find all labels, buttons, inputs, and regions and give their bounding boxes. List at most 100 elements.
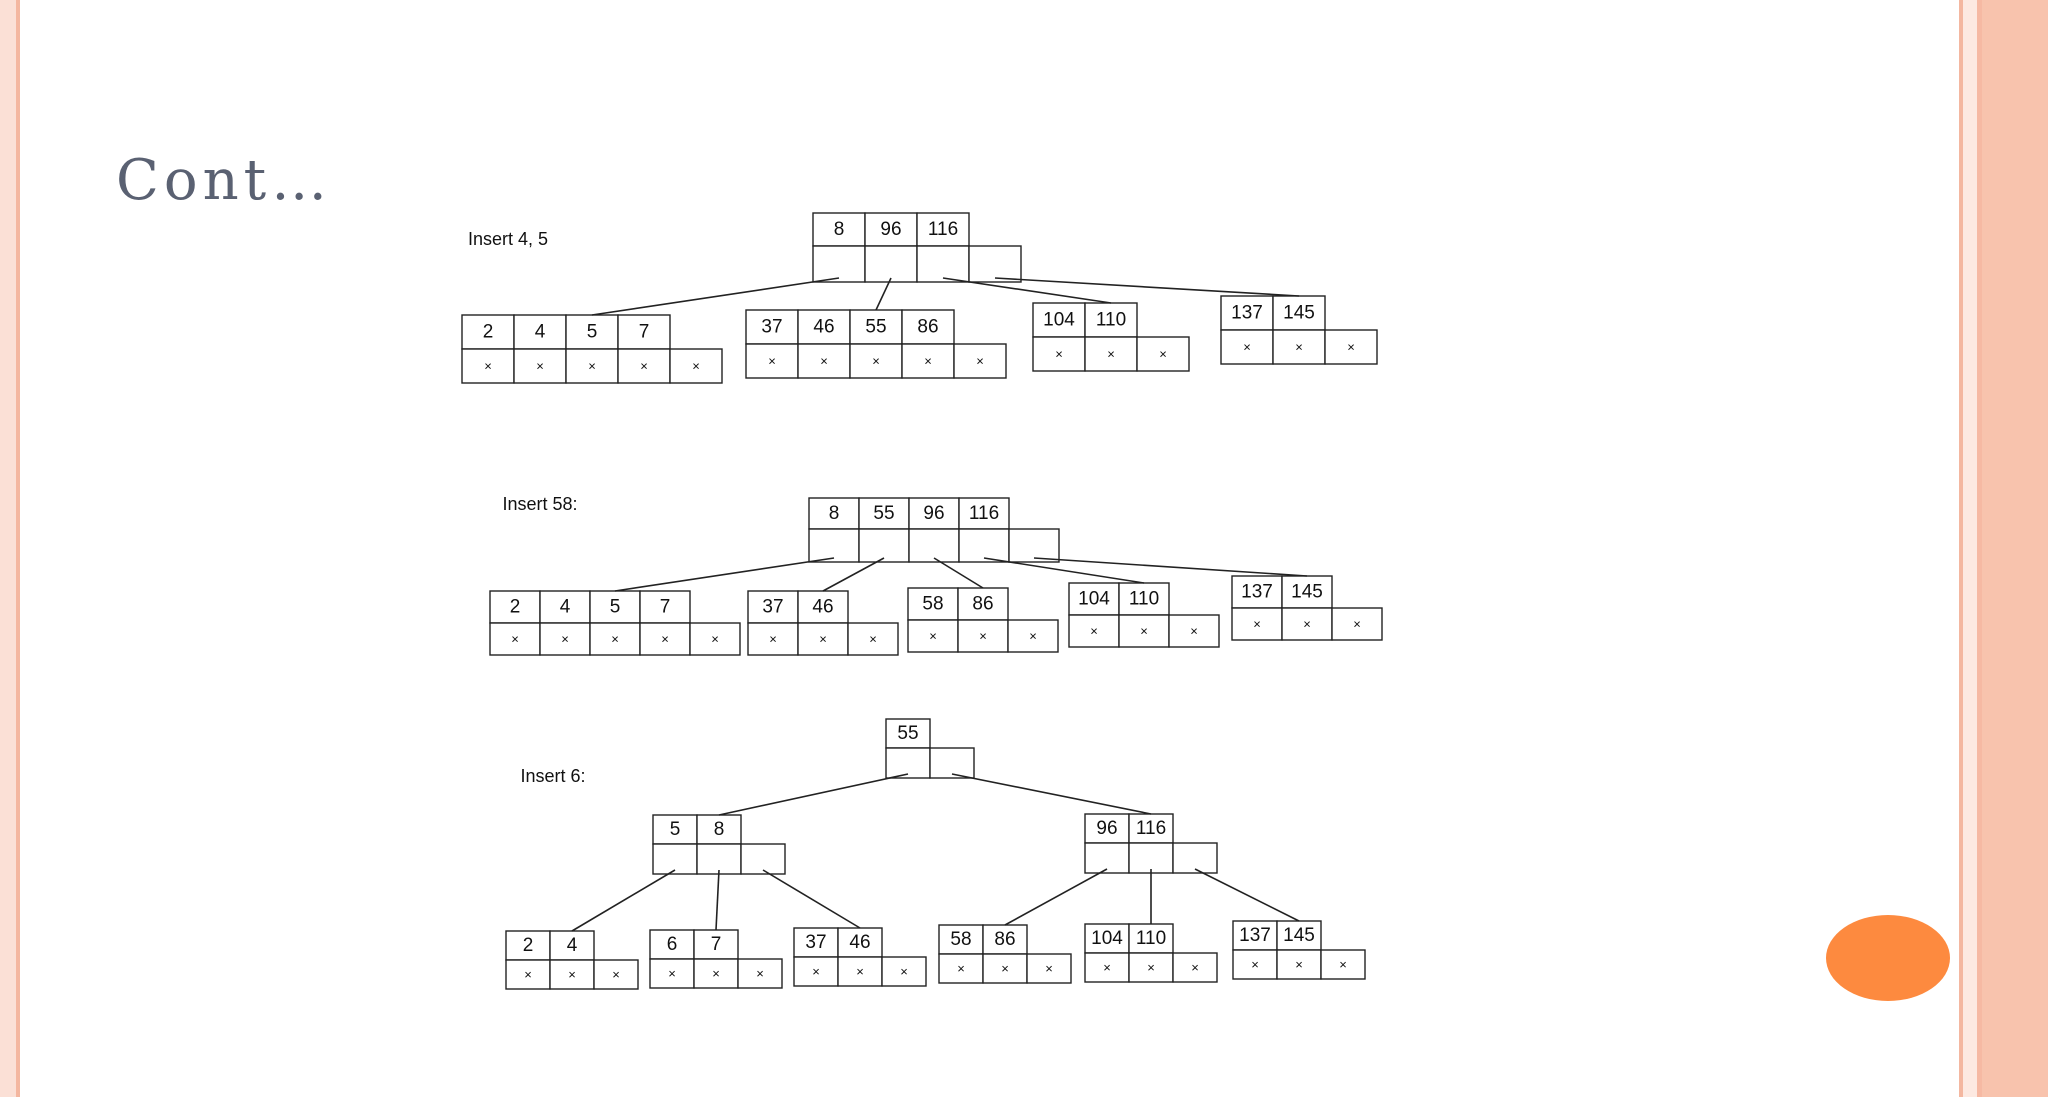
pointer-cell [1220,329,1274,365]
key-cell [539,590,591,624]
key-cell [958,497,1010,530]
key-value: 96 [923,503,944,524]
pointer-cell [1007,619,1059,653]
null-pointer-mark: × [769,632,777,647]
pointer-cell [745,343,799,379]
key-value: 86 [917,317,938,338]
null-pointer-mark: × [1045,961,1053,976]
pointer-cell [1068,614,1120,648]
slide-border-left-line [16,0,20,1097]
key-cell [797,590,849,624]
key-value: 4 [535,322,546,343]
key-cell [1220,295,1274,331]
null-pointer-mark: × [511,632,519,647]
tree-edge [718,773,909,816]
null-pointer-mark: × [869,632,877,647]
pointer-cell [864,245,918,283]
pointer-cell [958,528,1010,563]
key-value: 4 [560,597,571,618]
null-pointer-mark: × [1103,960,1111,975]
null-pointer-mark: × [711,632,719,647]
key-value: 145 [1291,582,1323,603]
key-value: 137 [1241,582,1273,603]
pointer-cell [837,956,883,987]
null-pointer-mark: × [568,967,576,982]
pointer-cell [929,747,975,779]
key-value: 4 [567,935,578,956]
pointer-cell [1026,953,1072,984]
pointer-cell [513,348,567,384]
key-cell [808,497,860,530]
pointer-cell [1128,952,1174,983]
pointer-cell [1084,952,1130,983]
pointer-cell [1231,607,1283,641]
key-cell [957,587,1009,621]
key-value: 8 [829,503,840,524]
pointer-cell [885,747,931,779]
pointer-cell [617,348,671,384]
tree-edge [875,277,892,311]
null-pointer-mark: × [1055,347,1063,362]
null-pointer-mark: × [979,629,987,644]
null-pointer-mark: × [1347,340,1355,355]
pointer-cell [1272,329,1326,365]
key-value: 5 [587,322,598,343]
null-pointer-mark: × [588,359,596,374]
pointer-cell [461,348,515,384]
pointer-cell [565,348,619,384]
pointer-cell [1320,949,1366,980]
pointer-cell [1084,842,1130,874]
pointer-cell [916,245,970,283]
null-pointer-mark: × [1251,957,1259,972]
key-cell [885,718,931,749]
key-cell [908,497,960,530]
key-value: 104 [1043,310,1075,331]
key-value: 6 [667,934,678,955]
null-pointer-mark: × [1147,960,1155,975]
key-value: 37 [761,317,782,338]
key-cell [745,309,799,345]
step-label: Insert 6: [520,766,585,786]
null-pointer-mark: × [1090,624,1098,639]
key-value: 7 [711,934,722,955]
step-label: Insert 4, 5 [468,229,548,249]
tree-edge [571,869,676,932]
null-pointer-mark: × [1029,629,1037,644]
tree-edge [591,277,840,316]
key-value: 46 [813,317,834,338]
null-pointer-mark: × [611,632,619,647]
null-pointer-mark: × [856,964,864,979]
pointer-cell [1281,607,1333,641]
pointer-cell [589,622,641,656]
pointer-cell [489,622,541,656]
null-pointer-mark: × [1001,961,1009,976]
key-value: 116 [1136,818,1166,839]
tree-edge [1194,868,1300,922]
pointer-cell [549,959,595,990]
pointer-cell [812,245,866,283]
pointer-cell [953,343,1007,379]
null-pointer-mark: × [1303,617,1311,632]
pointer-cell [858,528,910,563]
slide-border-right-band [1982,0,2048,1097]
step-label: Insert 58: [502,494,577,514]
tree-edge [1004,868,1108,926]
null-pointer-mark: × [900,964,908,979]
null-pointer-mark: × [668,966,676,981]
pointer-cell [737,958,783,989]
key-value: 137 [1239,925,1271,946]
pointer-cell [968,245,1022,283]
key-value: 37 [805,932,826,953]
key-cell [549,930,595,961]
key-value: 2 [483,322,494,343]
slide-border-left [0,0,16,1097]
key-value: 96 [1096,818,1117,839]
null-pointer-mark: × [924,354,932,369]
key-value: 116 [969,503,999,524]
null-pointer-mark: × [561,632,569,647]
key-value: 110 [1096,310,1126,331]
key-value: 46 [849,932,870,953]
null-pointer-mark: × [976,354,984,369]
pointer-cell [669,348,723,384]
key-value: 55 [865,317,886,338]
